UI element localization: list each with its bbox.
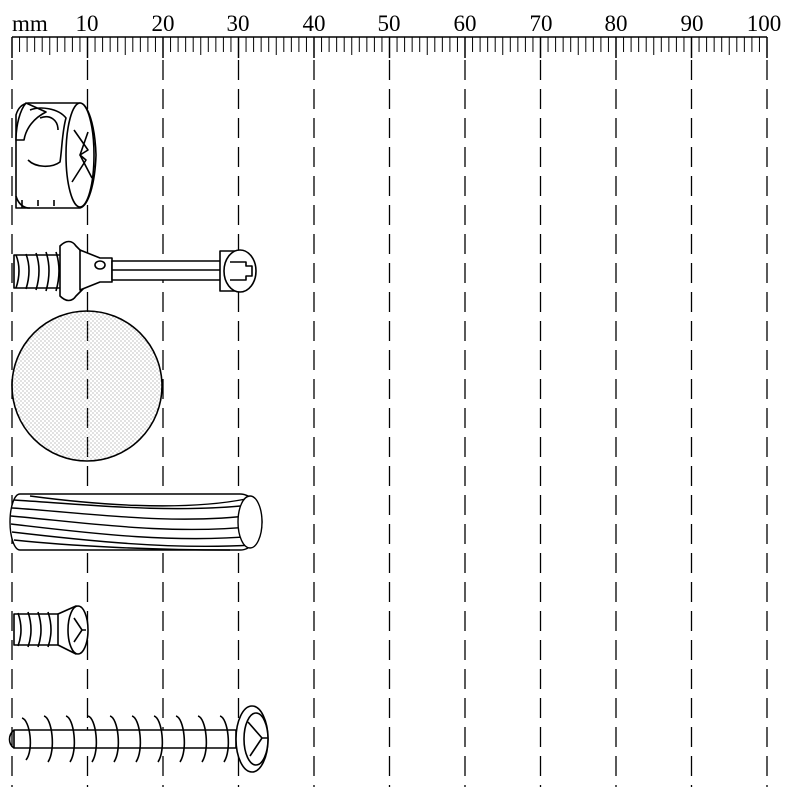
tick-label-30: 30 [226,11,250,36]
tick-label-40: 40 [302,11,326,36]
unit-label: mm [12,11,48,36]
fluted-wooden-dowel-drawing [9,493,263,551]
long-confirmat-screw-drawing [8,705,269,773]
short-confirmat-screw-drawing [13,605,89,655]
tick-label-60: 60 [453,11,477,36]
ruler-scale [11,36,768,58]
tick-label-10: 10 [75,11,99,36]
tick-label-50: 50 [377,11,401,36]
guide-lines [11,60,768,787]
tick-label-90: 90 [680,11,704,36]
tick-label-20: 20 [151,11,175,36]
cam-bolt-connector-drawing [13,240,257,302]
tick-label-70: 70 [529,11,553,36]
tick-label-100: 100 [746,11,782,36]
cam-lock-nut-drawing [15,102,97,209]
round-cover-cap-drawing [11,310,163,462]
tick-label-80: 80 [604,11,628,36]
